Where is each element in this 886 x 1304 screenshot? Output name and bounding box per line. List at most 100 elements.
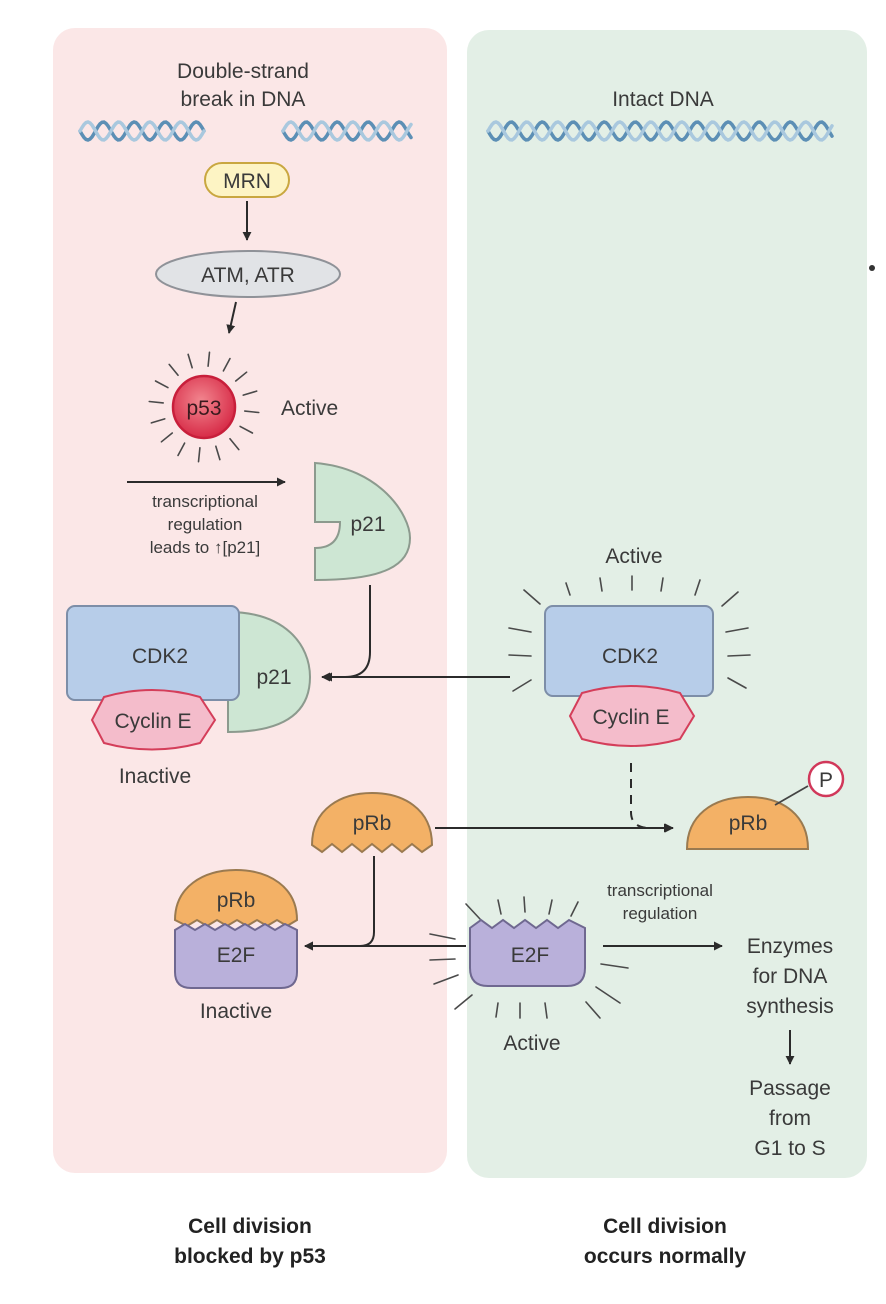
activity-ray [168,363,179,377]
activity-ray [148,400,165,404]
p53-label: p53 [186,397,221,420]
enzymes-line1: Enzymes [747,935,833,958]
cdk2-active-label: Active [605,545,662,568]
cdk2-active-name: CDK2 [602,645,658,668]
activity-ray [187,353,193,369]
activity-ray [150,418,166,424]
activity-ray [234,371,248,382]
intact-dna-label: Intact DNA [612,88,714,111]
activity-ray [222,357,231,372]
activity-ray [523,896,526,913]
activity-ray [207,351,211,368]
p21-bound [227,610,312,734]
activity-ray [721,591,739,607]
phosphate-bond [774,785,809,806]
arrow-cdk2-phosphorylates-prb [630,763,673,833]
prb-protein-free [310,791,434,854]
cdk2-inactive-label: CDK2 [132,645,188,668]
broken-dna-label-line1: Double-strand [177,60,309,83]
cyclin-e-active [568,685,696,747]
dna-helix-intact [486,120,834,142]
activity-ray [215,445,221,461]
left-caption-line2: blocked by p53 [174,1245,326,1268]
phosphate-group [807,760,845,798]
p21-bound-label: p21 [256,666,291,689]
activity-ray [429,933,456,940]
left-caption-line1: Cell division [188,1215,312,1238]
activity-ray [725,627,749,633]
e2f-active-label: Active [503,1032,560,1055]
dna-strand-2 [486,120,834,142]
activity-ray [585,1001,601,1019]
dna-helix-broken-right [281,120,413,142]
mrn-complex [204,162,290,198]
arrow-atm-to-p53 [226,301,237,334]
p21-regulation-line2: regulation [168,515,243,534]
right-panel-normal [467,30,867,1178]
atm-atr-kinases [155,250,341,298]
activity-ray [512,679,532,692]
activity-ray [465,903,481,920]
p53-protein [171,374,237,440]
passage-line1: Passage [749,1077,831,1100]
cyclin-e-inactive [90,689,217,751]
atm-atr-label: ATM, ATR [201,264,295,287]
complex-inactive-label: Inactive [119,765,191,788]
activity-ray [508,627,532,633]
cyclin-e-inactive-label: Cyclin E [114,710,191,733]
p53-activity-rays [148,351,260,463]
prb-phosphorylated [685,795,810,850]
activity-ray [565,582,571,596]
phosphate-label: P [819,769,833,792]
p21-protein-free [314,461,412,582]
activity-ray [508,654,532,657]
p53-active-label: Active [281,397,338,420]
p21-regulation-line1: transcriptional [152,492,258,511]
p21-regulation-line3: leads to ↑[p21] [150,538,261,557]
broken-dna-label-line2: break in DNA [181,88,306,111]
dna-strand-1 [281,120,413,142]
enzymes-line2: for DNA [753,965,828,988]
activity-ray [570,901,579,917]
activity-ray [177,442,186,457]
prb-free-label: pRb [353,812,392,835]
stray-dot [869,265,875,271]
activity-ray [160,432,174,443]
cyclin-e-active-label: Cyclin E [592,706,669,729]
activity-ray [239,425,254,434]
activity-ray [229,437,240,451]
activity-ray [243,410,260,414]
activity-ray [454,994,473,1010]
activity-ray [523,589,541,605]
prb-bound [173,868,299,928]
right-caption-line1: Cell division [603,1215,727,1238]
activity-ray [154,380,169,389]
e2f-bound-label: E2F [217,944,256,967]
dna-strand-1 [486,120,834,142]
activity-ray [595,986,621,1004]
activity-ray [660,577,664,592]
right-caption-line2: occurs normally [584,1245,747,1268]
activity-ray [495,1002,499,1018]
activity-ray [497,899,502,915]
passage-line3: G1 to S [754,1137,825,1160]
activity-ray [694,579,701,596]
activity-ray [548,899,553,915]
activity-ray [197,446,201,463]
activity-ray [433,974,459,985]
e2f-activity-rays [429,896,629,1019]
enzymes-line3: synthesis [746,995,834,1018]
cdk2-activity-rays [508,575,751,692]
activity-ray [429,958,456,961]
e2f-active [469,918,586,987]
e2f-regulation-line1: transcriptional [607,881,713,900]
activity-ray [544,1002,548,1019]
dna-strand-2 [281,120,413,142]
activity-ray [600,963,629,969]
activity-ray [242,390,258,396]
e2f-active-name: E2F [511,944,550,967]
prb-phosphorylated-label: pRb [729,812,768,835]
mrn-label: MRN [223,170,271,193]
